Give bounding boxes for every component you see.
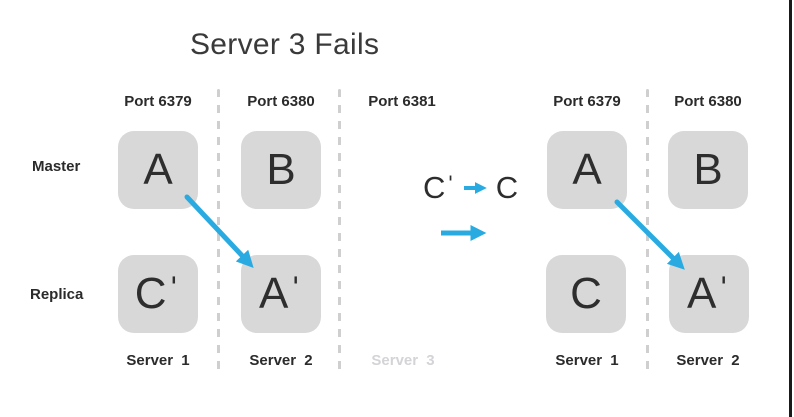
left-divider-1 [217,89,220,373]
promotion-label: Cˈ C [423,172,518,203]
left-replica-node-a-prime: Aˈ [241,255,321,333]
state-transition-arrow-icon [441,225,487,241]
right-port-6380-label: Port 6380 [674,93,742,110]
right-replica-node-a-prime: Aˈ [669,255,749,333]
right-replica-node-c: C [546,255,626,333]
left-port-6381-label: Port 6381 [368,93,436,110]
left-master-node-a: A [118,131,198,209]
left-server-3-label-failed: Server 3 [371,352,435,369]
frame-right-edge [789,0,792,417]
right-master-node-a: A [547,131,627,209]
left-port-6379-label: Port 6379 [124,93,192,110]
right-divider-1 [646,89,649,373]
diagram-title: Server 3 Fails [190,28,380,61]
promotion-from-label: Cˈ [423,170,456,205]
promotion-to-label: C [495,170,519,205]
replica-row-label: Replica [30,286,84,303]
left-server-2-label: Server 2 [249,352,313,369]
master-row-label: Master [32,158,81,175]
left-divider-2 [338,89,341,373]
left-server-1-label: Server 1 [126,352,190,369]
right-server-1-label: Server 1 [555,352,619,369]
promotion-arrow-icon [463,181,487,194]
left-port-6380-label: Port 6380 [247,93,315,110]
right-server-2-label: Server 2 [676,352,740,369]
left-replica-node-c-prime: Cˈ [118,255,198,333]
right-master-node-b: B [668,131,748,209]
left-master-node-b: B [241,131,321,209]
right-port-6379-label: Port 6379 [553,93,621,110]
